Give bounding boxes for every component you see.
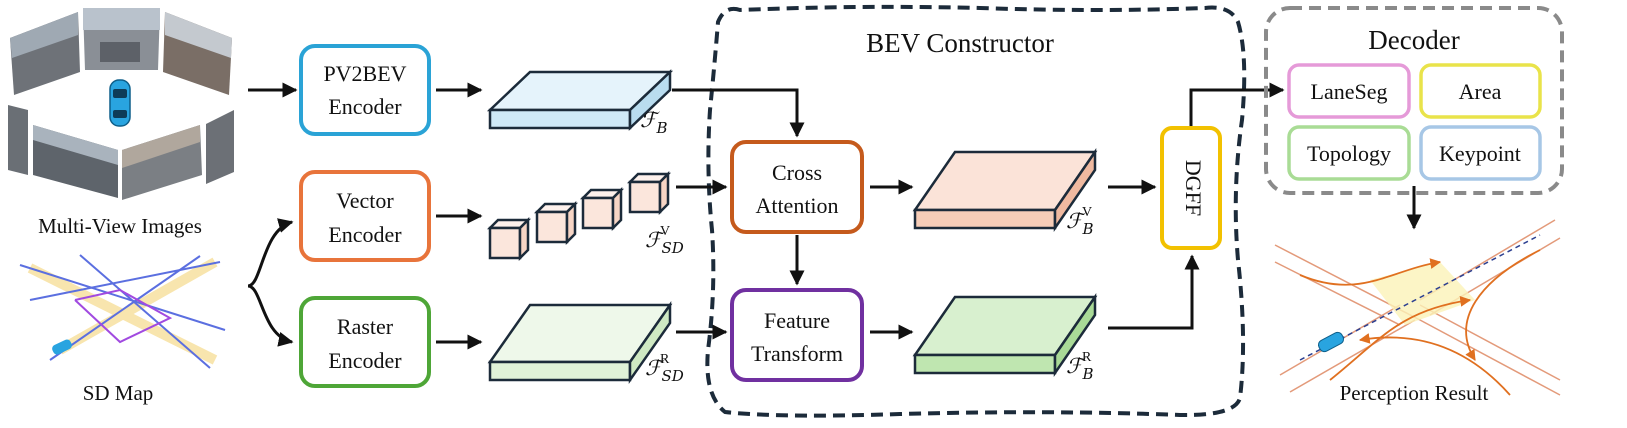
cross-attention-line2: Attention [755,193,838,218]
feature-cube [626,170,672,216]
result-topology-curves [1299,249,1541,396]
symbol-fsdv: ℱSD V [645,224,684,257]
sd-map-branch [247,218,294,288]
decoder-head-area: Area [1419,63,1542,119]
symbol-fbv-sup: V [1082,205,1092,220]
vector-encoder-line1: Vector [336,188,394,213]
decoder-head-area-label: Area [1459,79,1502,104]
arrow-fbr-to-dgff [1108,254,1200,330]
decoder-head-laneseg: LaneSeg [1287,63,1411,119]
camera-view-front-left [10,12,80,95]
camera-view-front [83,8,160,70]
raster-encoder-line1: Raster [337,314,394,339]
feature-slab-fbv [912,147,1098,233]
bev-constructor-title: BEV Constructor [866,28,1054,58]
symbol-fbv-base: ℱ [1066,209,1086,233]
cross-attention-line1: Cross [772,160,822,185]
decoder-frame [1264,6,1564,195]
symbol-fsdr-sub: SD [662,367,684,385]
symbol-fsdv-sub: SD [662,239,684,257]
symbol-fb: ℱB [640,108,668,137]
symbol-fbr-sup: R [1082,350,1092,365]
pv2bev-encoder-line2: Encoder [328,94,402,119]
svg-text:ℱB: ℱB [1066,354,1094,383]
camera-view-front-right [163,12,232,95]
feature-transform-line2: Transform [751,341,843,366]
raster-encoder: Raster Encoder [299,296,431,388]
feature-cubes-fsdv [486,170,672,262]
sd-map-label: SD Map [83,381,154,405]
symbol-fsdr-sup: R [660,352,670,367]
sd-map-roads [19,254,226,369]
symbol-fbv-sub: B [1082,220,1094,238]
symbol-fbr-sub: B [1082,365,1094,383]
multi-view-images-label: Multi-View Images [38,214,202,238]
dgff-block: DGFF [1160,126,1222,250]
cross-attention-block: Cross Attention [730,140,864,234]
decoder-title: Decoder [1368,25,1459,55]
svg-text:ℱSD: ℱSD [645,356,684,385]
arrow-fb-to-cross-attention [672,88,805,138]
symbol-fbr: ℱB R [1066,350,1094,383]
symbol-fbr-base: ℱ [1066,354,1086,378]
decoder-head-laneseg-label: LaneSeg [1311,79,1388,104]
svg-text:ℱB: ℱB [640,108,668,137]
result-car-icon [1317,331,1345,353]
result-area-fill [1370,262,1475,325]
camera-view-rear-right [206,110,234,184]
raster-encoder-line2: Encoder [328,348,402,373]
feature-slab-fsdr [487,301,673,384]
vector-encoder-line2: Encoder [328,222,402,247]
arrow-dgff-to-decoder [1189,82,1285,126]
feature-slab-fbr [912,292,1098,378]
sd-map: SD Map [19,254,226,405]
bev-constructor-frame [705,4,1247,418]
feature-cube [579,186,625,232]
symbol-fsdv-base: ℱ [645,228,665,252]
multi-view-images: Multi-View Images [8,8,234,238]
pv2bev-encoder-line1: PV2BEV [323,61,406,86]
feature-transform-line1: Feature [764,308,830,333]
symbol-fsdr-base: ℱ [645,356,665,380]
dgff-label: DGFF [1181,160,1206,216]
svg-text:ℱB: ℱB [1066,209,1094,238]
perception-result-label: Perception Result [1340,381,1489,405]
feature-transform-block: Feature Transform [730,288,864,382]
symbol-fb-base: ℱ [640,108,660,132]
feature-cube [533,200,579,246]
symbol-fbv: ℱB V [1066,205,1094,238]
camera-view-rear-left [8,105,118,198]
decoder-head-keypoint: Keypoint [1419,125,1542,181]
pv2bev-encoder: PV2BEV Encoder [299,44,431,136]
decoder-head-topology: Topology [1287,125,1411,181]
decoder-head-keypoint-label: Keypoint [1439,141,1521,166]
symbol-fsdv-sup: V [660,224,670,239]
camera-view-rear [122,125,202,200]
svg-text:ℱSD: ℱSD [645,228,684,257]
sd-map-branch-lower [247,284,294,347]
symbol-fsdr: ℱSD R [645,352,684,385]
perception-result: Perception Result [1274,219,1561,405]
car-icon [109,79,131,127]
decoder-head-topology-label: Topology [1307,141,1391,166]
feature-slab-fb [486,69,674,131]
vector-encoder: Vector Encoder [299,170,431,262]
feature-cube [486,216,532,262]
small-car-icon [52,339,72,355]
symbol-fb-sub: B [656,119,668,137]
